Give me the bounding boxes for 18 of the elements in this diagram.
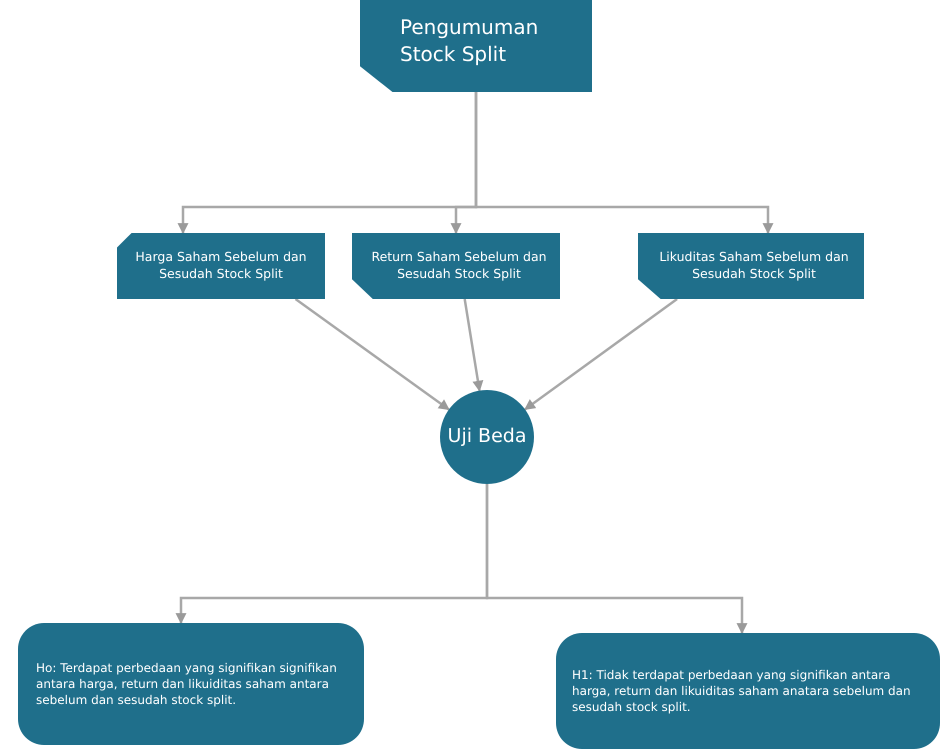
process-box bbox=[18, 623, 364, 745]
process-box bbox=[117, 233, 325, 299]
process-box bbox=[556, 633, 940, 749]
node-label: Pengumuman Stock Split bbox=[400, 14, 540, 68]
node-label: Ho: Terdapat perbedaan yang signifikan signifikan antara harga, return dan likuiditas saham antara sebelum dan sesudah stock split. bbox=[36, 660, 338, 708]
arrow bbox=[294, 298, 450, 411]
node-label: Uji Beda bbox=[448, 424, 526, 450]
process-box bbox=[638, 233, 864, 299]
arrow bbox=[486, 484, 748, 634]
node-label: Harga Saham Sebelum dan Sesudah Stock Split bbox=[134, 249, 308, 283]
arrow bbox=[463, 298, 484, 392]
arrow bbox=[474, 92, 774, 234]
process-box bbox=[360, 0, 592, 92]
arrow bbox=[524, 298, 678, 410]
process-box bbox=[352, 233, 560, 299]
node-label: Likuditas Saham Sebelum dan Sesudah Stock Split bbox=[658, 249, 850, 283]
node-label: H1: Tidak terdapat perbedaan yang signifikan antara harga, return dan likuiditas saham anatara sebelum dan sesudah stock split. bbox=[572, 666, 912, 716]
node-label: Return Saham Sebelum dan Sesudah Stock Split bbox=[370, 249, 548, 283]
